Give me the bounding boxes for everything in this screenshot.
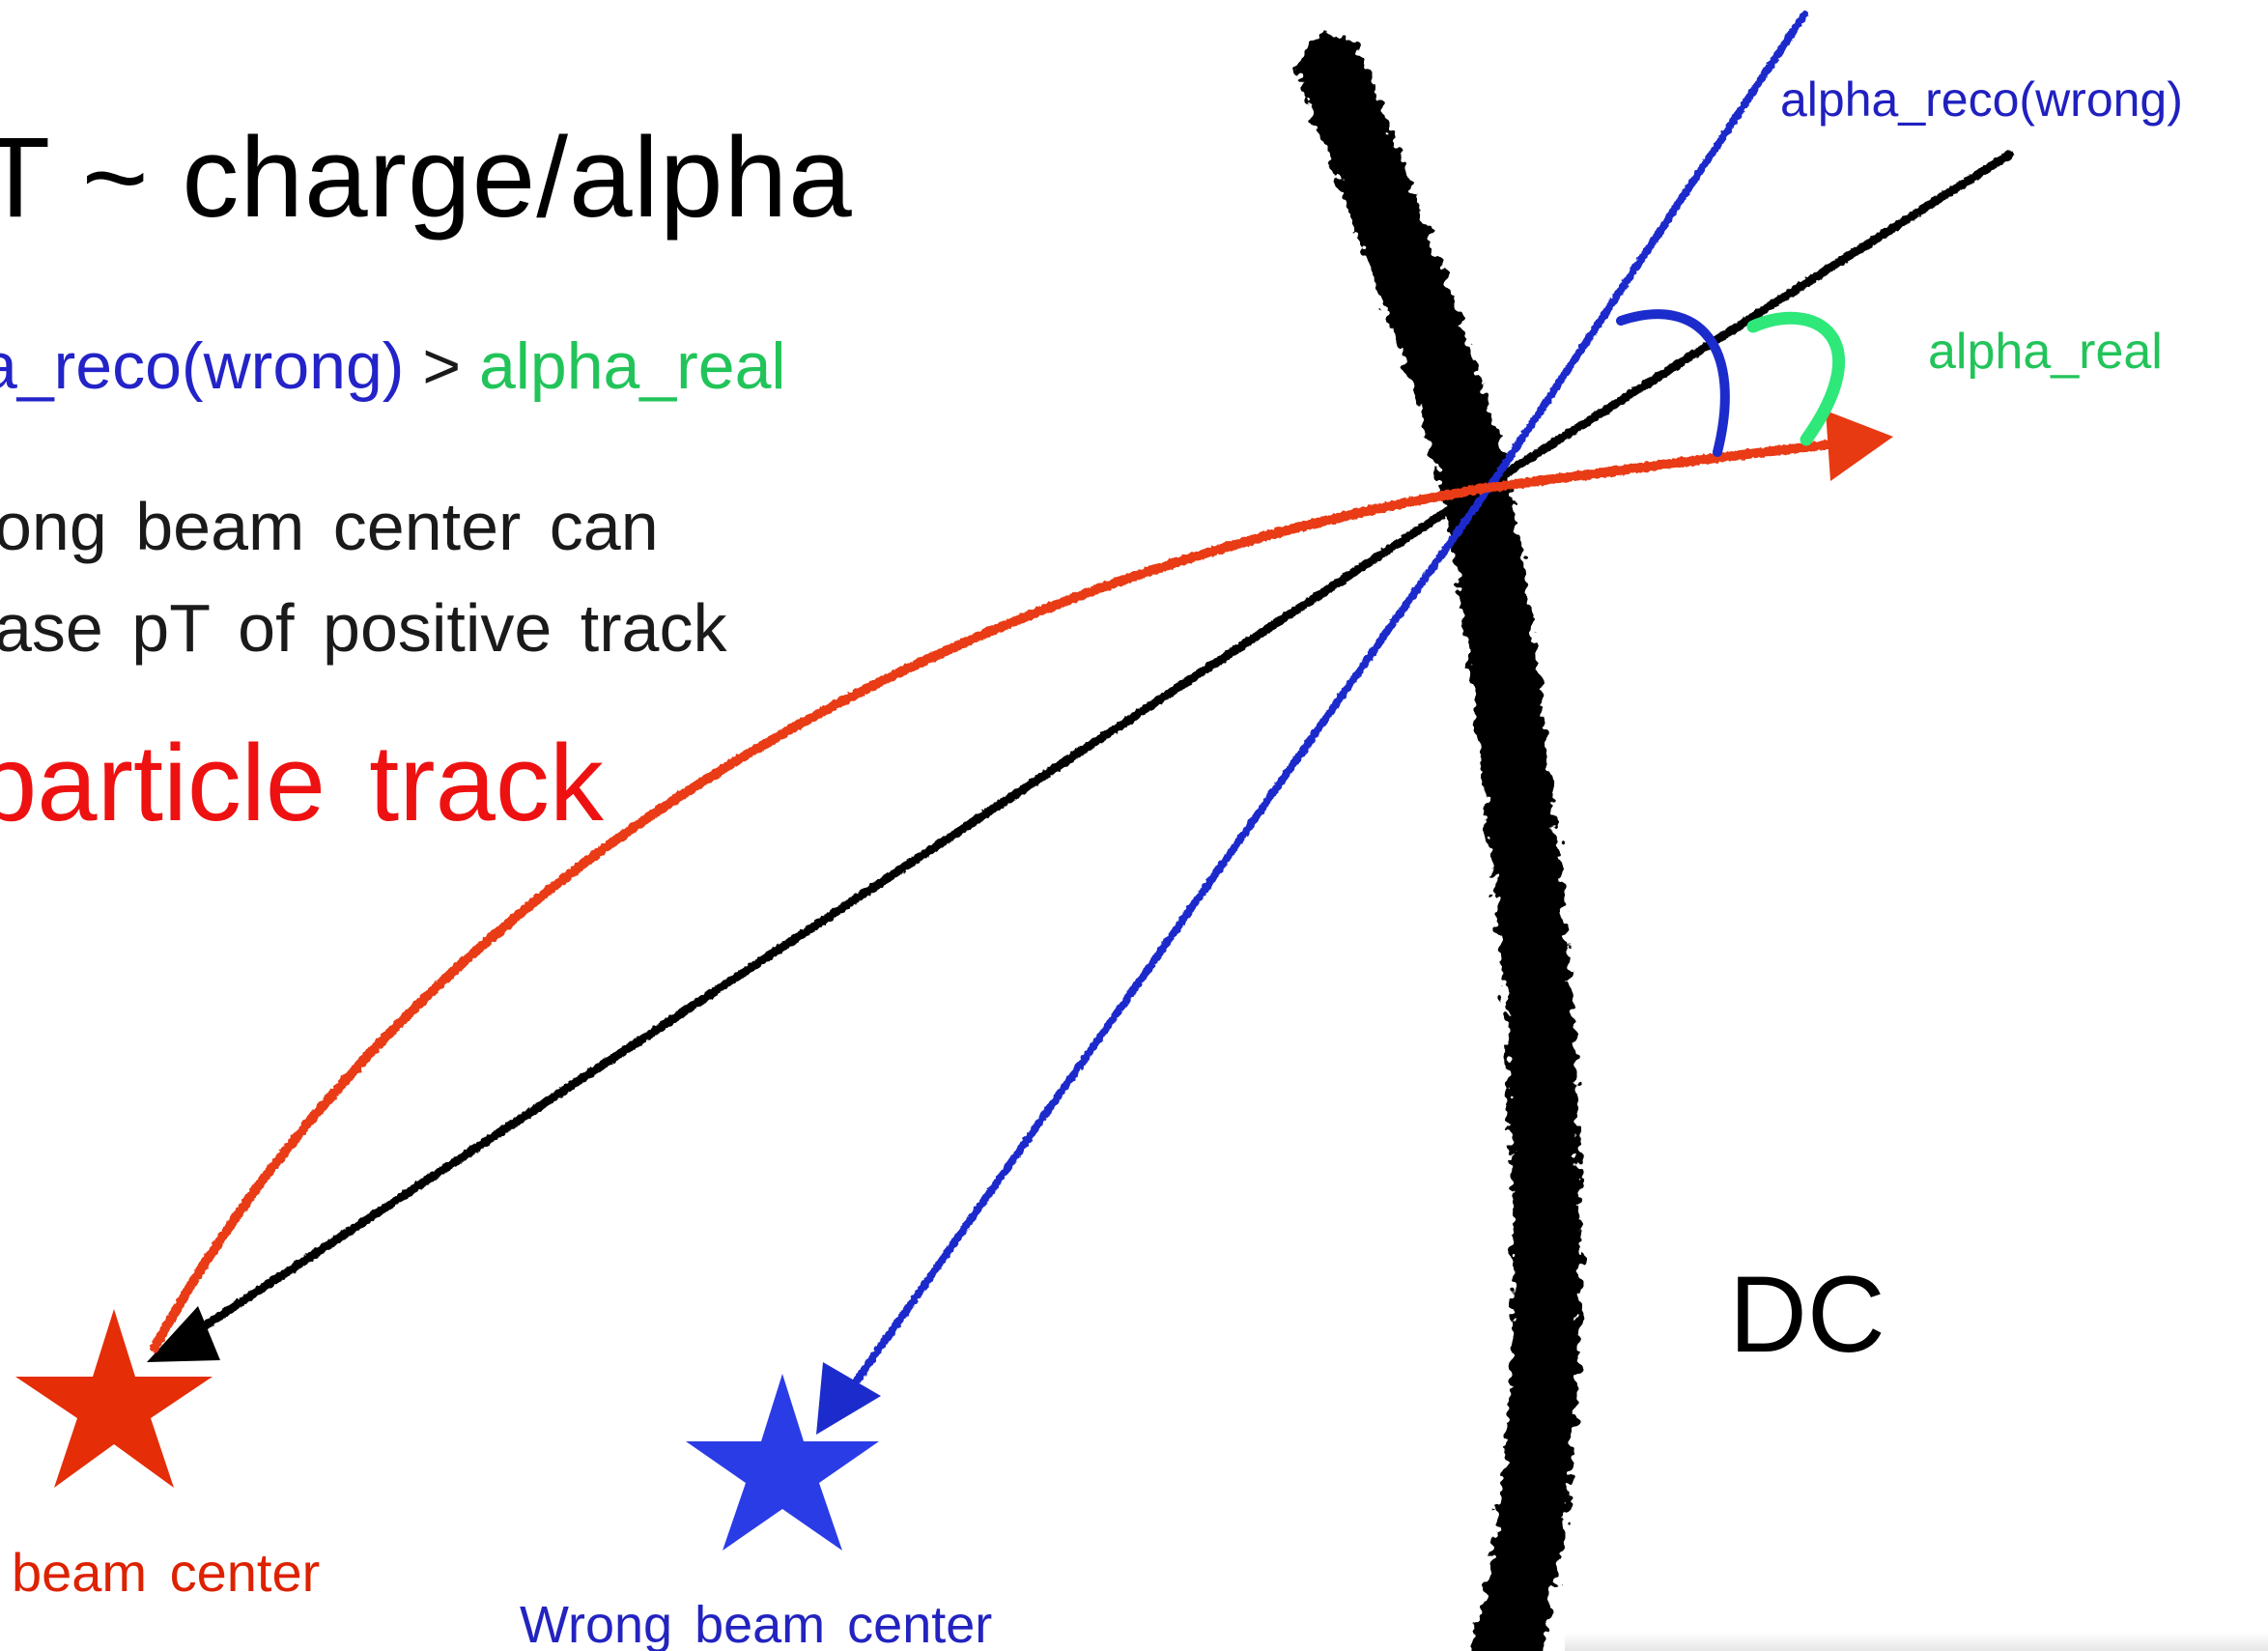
detector-label: DC (1729, 1254, 1885, 1375)
blue-star-icon (686, 1374, 879, 1551)
note-line: ong beam center can (0, 489, 659, 564)
alpha-reco-line-arrowhead (816, 1362, 881, 1435)
alpha-real-label: alpha_real (1928, 324, 2163, 380)
alpha-reco-label: alpha_reco(wrong) (1780, 72, 2183, 127)
alpha-reco-line (832, 11, 1808, 1414)
comparison-left: a_reco(wrong) (0, 329, 405, 403)
wrong-beam-center-label: Wrong beam center (520, 1596, 993, 1651)
bottom-shade (1565, 1633, 2268, 1651)
red-star-icon (15, 1309, 213, 1488)
true-beam-center-label: beam center (12, 1542, 321, 1603)
angle-comparison: a_reco(wrong) > alpha_real (0, 333, 786, 399)
particle-track-arrowhead (1826, 411, 1893, 481)
note-line: ase pT of positive track (0, 590, 727, 666)
slide-title: T ~ charge/alpha (0, 114, 853, 242)
comparison-operator: > (422, 329, 462, 403)
alpha-real-line-arrowhead (147, 1306, 220, 1362)
dc-chamber-stroke (1297, 34, 1581, 1651)
particle-track-curve (150, 435, 1884, 1352)
comparison-right: alpha_real (478, 329, 786, 403)
particle-track-label: particle track (0, 723, 604, 843)
alpha-real-arc (1746, 311, 1845, 446)
alpha-reco-arc (1616, 309, 1730, 457)
